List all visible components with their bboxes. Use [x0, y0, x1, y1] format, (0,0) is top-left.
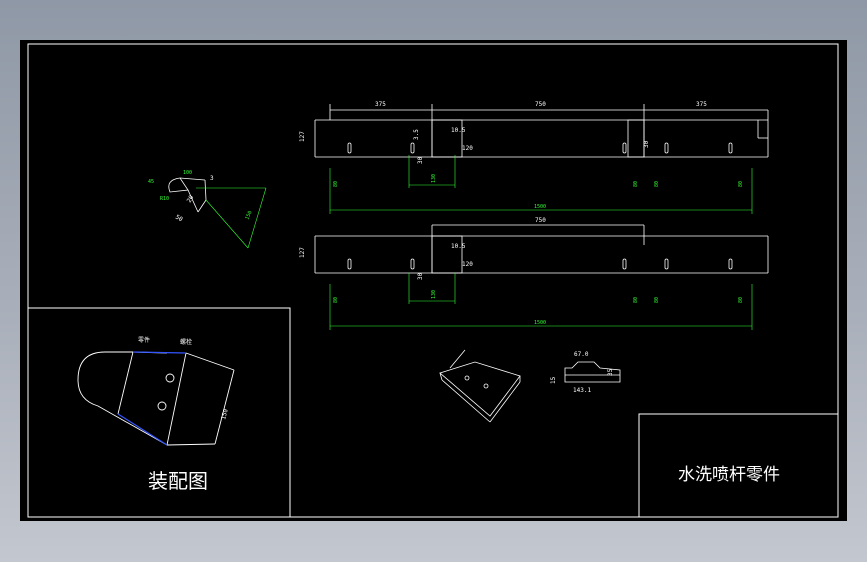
- top-hole-spacing-1: 80: [333, 181, 339, 187]
- bottom-hole-spacing-1: 80: [333, 297, 339, 303]
- drawing-sheet: 375 750 375 1500 127 80 80 80 80 10.5 12…: [20, 40, 847, 521]
- top-dim-3: 375: [696, 101, 707, 108]
- bottom-hole-spacing-4: 80: [738, 297, 744, 303]
- top-overall-dim: 1500: [534, 204, 546, 210]
- bracket-view: [168, 177, 207, 213]
- top-detail-a: 10.5: [451, 127, 466, 134]
- top-hole-spacing-2: 80: [633, 181, 639, 187]
- bottom-dim-1: 750: [535, 217, 546, 224]
- assembly-panel-border: [28, 307, 291, 517]
- top-left-height: 127: [299, 131, 306, 142]
- bracket-label-7: 20: [186, 194, 196, 204]
- bottom-detail-c: 30: [417, 272, 424, 280]
- small-part-label-4: 15: [550, 376, 557, 384]
- top-detail-f: 30: [643, 140, 650, 148]
- top-detail-d: 130: [431, 174, 437, 183]
- assembly-title: 装配图: [148, 469, 208, 493]
- isometric-plate-view: [439, 349, 521, 423]
- bottom-overall-dim: 1500: [534, 320, 546, 326]
- bottom-hole-spacing-2: 80: [633, 297, 639, 303]
- bracket-label-2: 45: [148, 179, 154, 185]
- top-pipe-view: [314, 104, 769, 158]
- bottom-hole-spacing-3: 80: [654, 297, 660, 303]
- bottom-detail-d: 130: [431, 290, 437, 299]
- bracket-label-6: 3: [210, 175, 214, 182]
- top-dim-1: 375: [375, 101, 386, 108]
- bracket-label-4: R10: [160, 196, 169, 202]
- title-block-title: 水洗喷杆零件: [678, 465, 780, 485]
- small-part-view: [564, 361, 621, 383]
- small-part-label-2: 35: [607, 368, 614, 376]
- assembly-callout-2: 螺栓: [180, 338, 192, 346]
- bracket-label-3: 150: [244, 210, 253, 221]
- top-dim-2: 750: [535, 101, 546, 108]
- small-part-label-1: 67.0: [574, 351, 589, 358]
- assembly-drawing: [77, 351, 235, 446]
- drawing-frame: [27, 43, 839, 518]
- top-detail-b: 120: [462, 145, 473, 152]
- top-detail-c: 30: [417, 156, 424, 164]
- bottom-pipe-view: [314, 224, 769, 274]
- small-part-label-3: 143.1: [573, 387, 591, 394]
- bracket-label-1: 100: [183, 170, 192, 176]
- title-block-border: [638, 413, 838, 517]
- bottom-detail-a: 10.5: [451, 243, 466, 250]
- top-detail-e: 3.5: [413, 129, 420, 140]
- cad-drawing-canvas: 375 750 375 1500 127 80 80 80 80 10.5 12…: [27, 43, 839, 518]
- assembly-callout-1: 零件: [138, 336, 150, 344]
- bottom-detail-b: 120: [462, 261, 473, 268]
- bottom-left-height: 127: [299, 247, 306, 258]
- assembly-dim-150: 150: [220, 408, 230, 421]
- top-hole-spacing-3: 80: [654, 181, 660, 187]
- top-hole-spacing-4: 80: [738, 181, 744, 187]
- bracket-label-5: 50: [174, 214, 184, 224]
